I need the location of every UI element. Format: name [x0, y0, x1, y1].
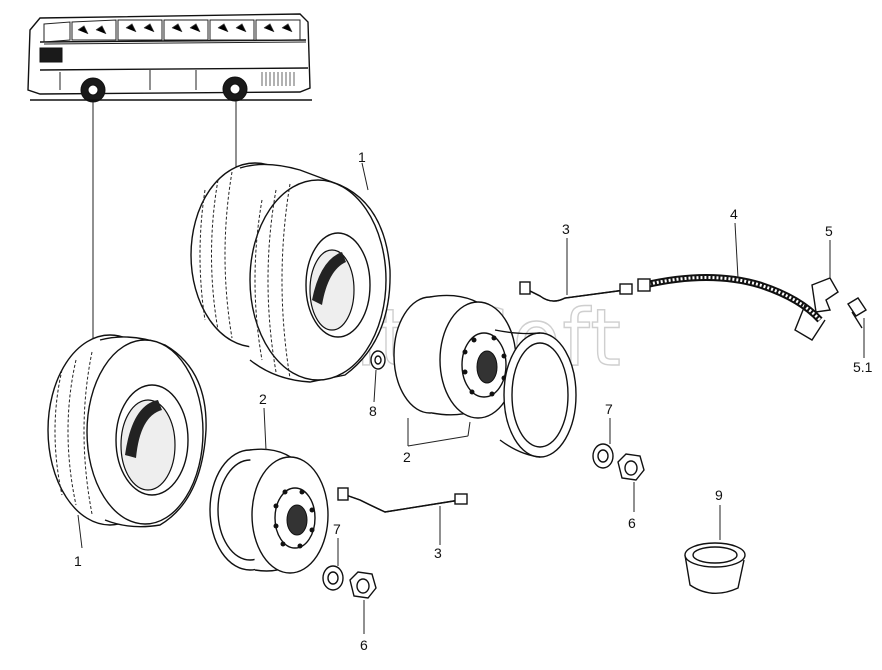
callout-1-front-tire: 1	[74, 553, 82, 569]
bracket-screw	[847, 297, 867, 358]
callout-5-1-screw: 5.1	[853, 359, 873, 375]
bracket	[811, 240, 839, 313]
dual-tire-rear	[190, 162, 391, 383]
callout-7-upper-ring: 7	[605, 401, 613, 417]
callout-3-upper-hose: 3	[562, 221, 570, 237]
callout-6-upper-nut: 6	[628, 515, 636, 531]
callout-2-rear-rims: 2	[403, 449, 411, 465]
valve-hose-lower	[337, 487, 468, 545]
spacer-ring-upper	[592, 418, 614, 469]
valve-hose-upper	[519, 238, 633, 302]
callout-6-lower-nut: 6	[360, 637, 368, 653]
braided-hose	[637, 222, 826, 341]
callout-8-washer: 8	[369, 403, 377, 419]
callout-9-cap: 9	[715, 487, 723, 503]
wheel-nut-lower	[349, 571, 377, 634]
protective-cap	[684, 505, 746, 594]
wheel-rims-rear	[393, 294, 577, 458]
callout-7-lower-ring: 7	[333, 521, 341, 537]
bus-illustration	[27, 13, 312, 345]
wheel-nut-upper	[617, 453, 645, 512]
callout-2-front-rim: 2	[259, 391, 267, 407]
wheel-rim-front	[209, 407, 329, 574]
callout-5-bracket: 5	[825, 223, 833, 239]
callout-1-rear-tire: 1	[358, 149, 366, 165]
tire-front	[47, 334, 207, 549]
callout-3-lower-hose: 3	[434, 545, 442, 561]
spacer-ring-lower	[322, 538, 344, 591]
washer	[370, 350, 386, 403]
callout-4-braided-hose: 4	[730, 206, 738, 222]
